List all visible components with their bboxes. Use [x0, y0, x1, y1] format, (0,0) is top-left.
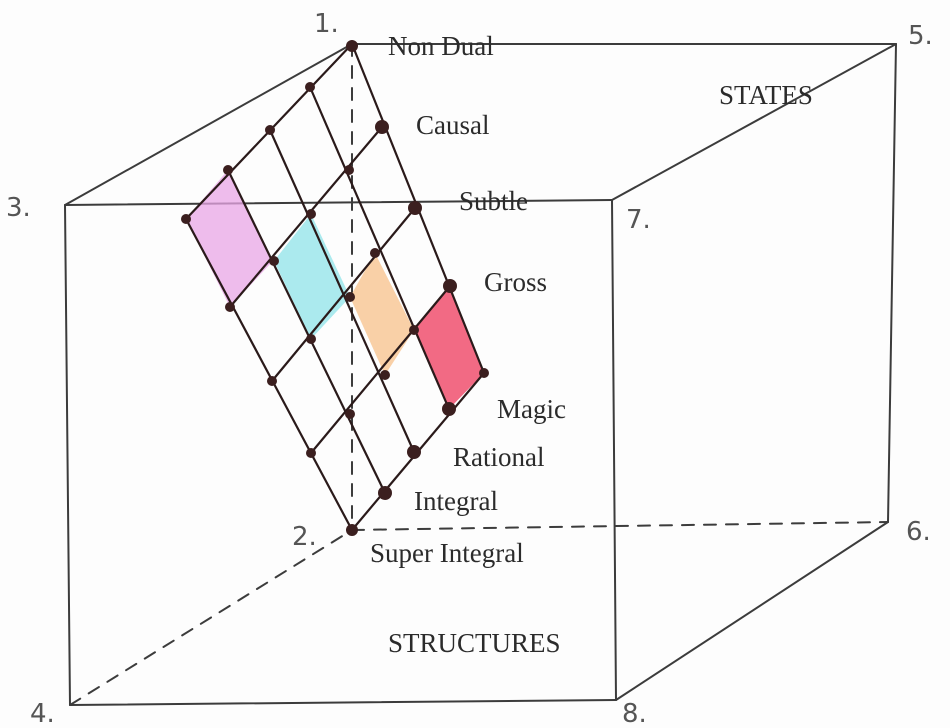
edge-2-6 [351, 521, 889, 531]
grid-col-line [271, 207, 416, 382]
cube-frame [64, 43, 897, 706]
corner-number-7: 7. [626, 205, 651, 235]
grid-row-line [185, 218, 353, 531]
lattice-dot [225, 302, 235, 312]
rational-dot [407, 445, 421, 459]
grid-col-line [310, 285, 451, 454]
lattice-dot [344, 165, 354, 175]
lattice-dot [370, 248, 380, 258]
label-non-dual: Non Dual [388, 31, 494, 61]
corner-number-8: 8. [622, 699, 647, 728]
corner-number-6: 6. [906, 517, 931, 547]
lattice-dot [380, 370, 390, 380]
grid-row-line [227, 169, 386, 494]
corner-dot-right [479, 368, 489, 378]
grid-col-line [229, 126, 383, 308]
corner-number-3: 3. [6, 193, 31, 223]
lattice-dot [409, 325, 419, 335]
corner-dot-2 [346, 524, 358, 536]
integral-dot [378, 486, 392, 500]
edge-7-5 [611, 43, 897, 201]
lattice-dot [306, 448, 316, 458]
magic-dot [442, 402, 456, 416]
corner-number-2: 2. [292, 522, 317, 552]
violet-cell [186, 170, 272, 307]
cyan-cell [274, 214, 350, 339]
label-super-integral: Super Integral [370, 538, 524, 568]
lattice-dots [181, 40, 489, 536]
lattice-dot [181, 214, 191, 224]
corner-number-1: 1. [314, 9, 339, 39]
structure-labels: Magic Rational Integral Super Integral [370, 394, 566, 568]
colored-cells [186, 170, 484, 409]
state-labels: Non Dual Causal Subtle Gross [388, 31, 547, 297]
orange-cell [350, 253, 414, 375]
subtle-dot [408, 201, 422, 215]
lattice-dot [345, 409, 355, 419]
edge-8-6 [615, 521, 889, 701]
axis-title-structures: STRUCTURES [388, 628, 561, 658]
corner-number-5: 5. [908, 21, 933, 51]
edge-3-1 [64, 43, 353, 206]
red-cell [414, 286, 484, 409]
label-gross: Gross [484, 267, 547, 297]
causal-dot [375, 120, 389, 134]
lattice-dot [345, 292, 355, 302]
grid-row-line [268, 129, 416, 453]
lattice-dot [267, 376, 277, 386]
edge-4-3 [64, 204, 71, 706]
lattice-dot [306, 334, 316, 344]
lattice-dot [223, 165, 233, 175]
label-causal: Causal [416, 110, 490, 140]
label-integral: Integral [414, 486, 498, 516]
lattice-dot [265, 125, 275, 135]
axis-title-states: STATES [719, 80, 813, 110]
edge-4-2 [69, 529, 353, 706]
edge-3-7 [64, 199, 613, 206]
gross-dot [443, 279, 457, 293]
lattice-dot [305, 82, 315, 92]
corner-number-4: 4. [30, 699, 55, 728]
edge-7-8 [611, 199, 617, 701]
lattice-dot [306, 209, 316, 219]
lattice-dot [269, 256, 279, 266]
grid-row-line [308, 86, 451, 410]
label-subtle: Subtle [459, 186, 528, 216]
corner-dot-1 [346, 40, 358, 52]
corner-numbers: 1. 2. 3. 4. 5. 6. 7. 8. [6, 9, 933, 728]
label-magic: Magic [497, 394, 566, 424]
edge-8-4 [69, 699, 617, 706]
label-rational: Rational [453, 442, 544, 472]
edge-5-6 [887, 43, 897, 523]
